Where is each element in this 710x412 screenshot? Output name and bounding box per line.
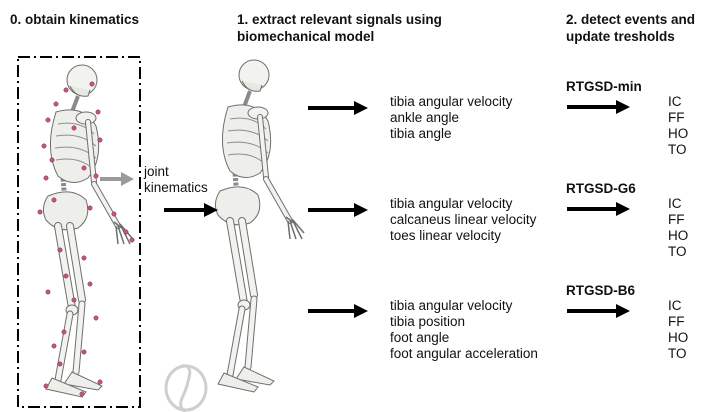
- event-item: FF: [668, 212, 688, 228]
- signal-item: tibia position: [390, 314, 538, 330]
- event-item: FF: [668, 110, 688, 126]
- event-list-1: IC FF HO TO: [668, 94, 688, 158]
- algorithm-label-1: RTGSD-min: [566, 79, 642, 94]
- arrow-to-signals-1: [308, 101, 368, 115]
- event-item: HO: [668, 126, 688, 142]
- signal-list-3: tibia angular velocity tibia position fo…: [390, 298, 538, 362]
- arrow-to-signals-2: [308, 203, 368, 217]
- event-item: FF: [668, 314, 688, 330]
- signal-list-2: tibia angular velocity calcaneus linear …: [390, 196, 536, 244]
- arrow-to-signals-3: [308, 304, 368, 318]
- event-item: TO: [668, 142, 688, 158]
- signal-item: tibia angle: [390, 126, 512, 142]
- signal-item: ankle angle: [390, 110, 512, 126]
- event-item: TO: [668, 244, 688, 260]
- event-item: IC: [668, 298, 688, 314]
- joint-kinematics-line1: joint: [144, 164, 169, 180]
- signal-item: tibia angular velocity: [390, 196, 536, 212]
- event-list-2: IC FF HO TO: [668, 196, 688, 260]
- event-item: IC: [668, 94, 688, 110]
- event-item: TO: [668, 346, 688, 362]
- algorithm-label-3: RTGSD-B6: [566, 283, 635, 298]
- signal-item: tibia angular velocity: [390, 94, 512, 110]
- event-item: HO: [668, 330, 688, 346]
- signal-item: foot angle: [390, 330, 538, 346]
- event-list-3: IC FF HO TO: [668, 298, 688, 362]
- event-item: HO: [668, 228, 688, 244]
- skeleton-with-markers-icon: [38, 65, 134, 397]
- gray-arrow: [100, 172, 134, 186]
- joint-kinematics-line2: kinematics: [144, 180, 208, 196]
- arrow-to-model: [164, 203, 218, 217]
- signal-list-1: tibia angular velocity ankle angle tibia…: [390, 94, 512, 142]
- arrow-to-events-3: [567, 304, 630, 318]
- event-item: IC: [668, 196, 688, 212]
- signal-item: tibia angular velocity: [390, 298, 538, 314]
- arrow-to-events-1: [567, 100, 630, 114]
- arrow-to-events-2: [567, 202, 630, 216]
- signal-item: foot angular acceleration: [390, 346, 538, 362]
- skeleton-model-icon: [215, 60, 304, 392]
- signal-item: calcaneus linear velocity: [390, 212, 536, 228]
- signal-item: toes linear velocity: [390, 228, 536, 244]
- algorithm-label-2: RTGSD-G6: [566, 181, 636, 196]
- opensim-logo-icon: [166, 366, 206, 412]
